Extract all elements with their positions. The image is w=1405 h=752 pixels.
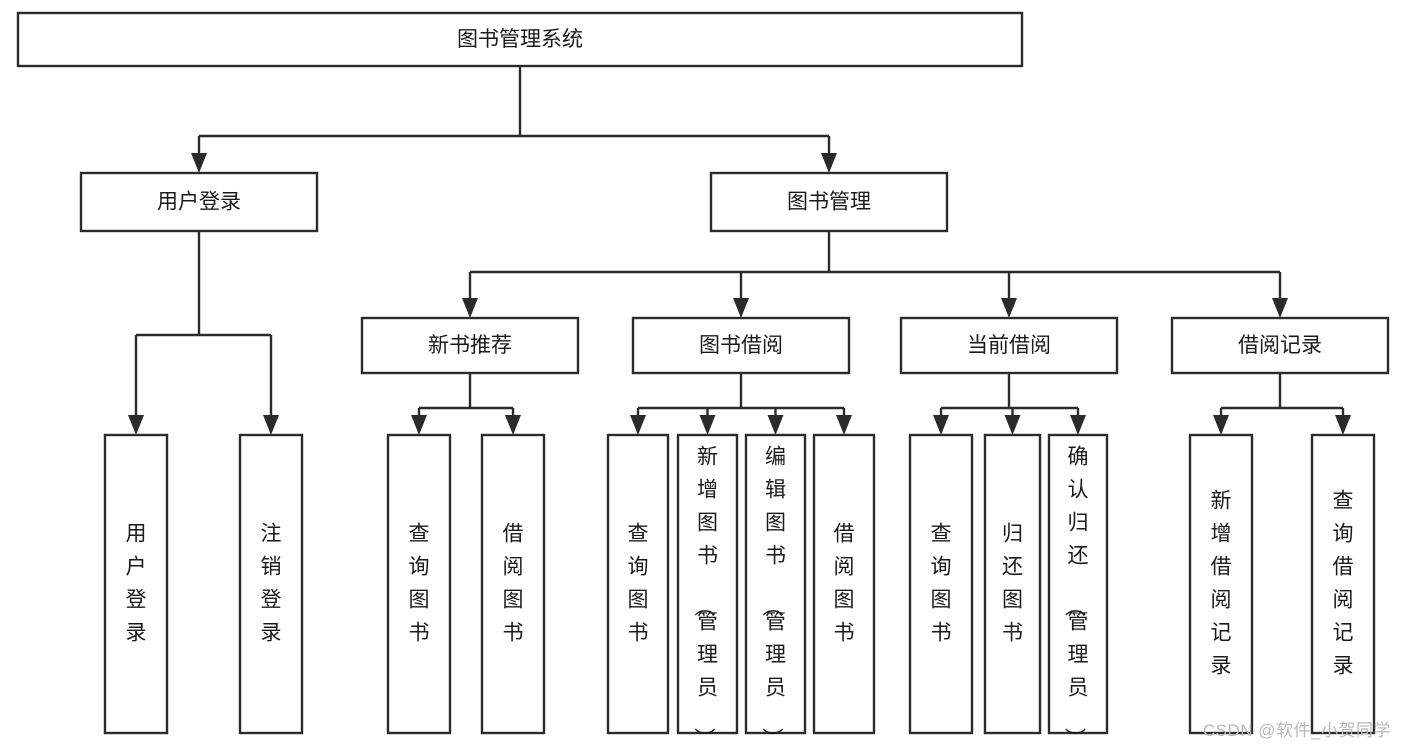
current-borrow-to-leaves-arrow-icon-0 [933, 415, 949, 435]
node-leaf-query-book-2-label: 查询图书 [628, 523, 649, 645]
user-login-to-leaves-arrow-icon-0 [128, 415, 144, 435]
node-book-manage[interactable] [709, 171, 949, 233]
node-book-manage-label: 图书管理 [787, 191, 871, 214]
node-borrow-record-label: 借阅记录 [1238, 334, 1322, 357]
node-user-login[interactable] [79, 171, 319, 233]
node-leaf-add-borrow-record-label: 新增借阅记录 [1211, 490, 1232, 678]
node-leaf-borrow-book-2[interactable] [812, 433, 876, 735]
current-borrow-to-leaves-arrow-icon-2 [1070, 415, 1086, 435]
node-leaf-query-book-1-label: 查询图书 [409, 523, 430, 645]
node-book-borrow-label: 图书借阅 [699, 334, 783, 357]
node-leaf-borrow-book-1-label: 借阅图书 [503, 523, 524, 645]
node-leaf-return-book-label: 归还图书 [1002, 523, 1023, 645]
book-manage-to-level3-arrow-icon-3 [1272, 298, 1288, 318]
node-leaf-query-book-3[interactable] [908, 433, 974, 735]
borrow-record-to-leaves-arrow-icon-0 [1213, 415, 1229, 435]
borrow-record-to-leaves-arrow-icon-1 [1335, 415, 1351, 435]
node-user-login-label: 用户登录 [157, 191, 241, 214]
node-leaf-borrow-book-2-label: 借阅图书 [834, 523, 855, 645]
node-leaf-add-book-admin-label: 新增图书（管理员） [692, 446, 718, 748]
root-to-level2-arrow-icon-1 [821, 153, 837, 173]
book-borrow-to-leaves-arrow-icon-1 [699, 415, 716, 435]
root-to-level2-arrow-icon-0 [191, 153, 207, 173]
node-leaf-confirm-return-admin[interactable] [1047, 433, 1109, 735]
node-leaf-query-book-1[interactable] [386, 433, 452, 735]
node-leaf-query-borrow-record[interactable] [1310, 433, 1376, 735]
node-leaf-add-book-admin[interactable] [676, 433, 739, 735]
node-book-borrow[interactable] [631, 316, 851, 375]
node-current-borrow-label: 当前借阅 [967, 334, 1051, 357]
node-leaf-logout-login-label: 注销登录 [261, 523, 282, 645]
book-borrow-to-leaves-arrow-icon-2 [767, 415, 784, 435]
node-root-label: 图书管理系统 [457, 28, 583, 51]
node-leaf-query-book-3-label: 查询图书 [931, 523, 952, 645]
node-leaf-logout-login[interactable] [238, 433, 304, 735]
node-leaf-return-book[interactable] [983, 433, 1042, 735]
node-current-borrow[interactable] [899, 316, 1119, 375]
user-login-to-leaves-arrow-icon-1 [263, 415, 279, 435]
node-leaf-borrow-book-1[interactable] [480, 433, 546, 735]
current-borrow-to-leaves-arrow-icon-1 [1004, 415, 1021, 435]
node-new-book-recommend[interactable] [360, 316, 580, 375]
book-manage-to-level3-arrow-icon-2 [1001, 298, 1017, 318]
node-leaf-user-login-label: 用户登录 [126, 523, 147, 645]
node-leaf-user-login[interactable] [103, 433, 169, 735]
book-manage-to-level3-arrow-icon-0 [462, 298, 478, 318]
node-leaf-add-borrow-record[interactable] [1188, 433, 1254, 735]
book-manage-to-level3-arrow-icon-1 [733, 298, 749, 318]
node-root-book-management-system[interactable] [16, 11, 1024, 68]
new-book-recommend-to-leaves-arrow-icon-0 [411, 415, 427, 435]
node-leaf-query-borrow-record-label: 查询借阅记录 [1333, 490, 1354, 678]
node-leaf-edit-book-admin[interactable] [744, 433, 807, 735]
book-borrow-to-leaves-arrow-icon-0 [630, 415, 646, 435]
node-borrow-record[interactable] [1170, 316, 1390, 375]
node-leaf-edit-book-admin-label: 编辑图书（管理员） [760, 446, 786, 748]
node-new-book-recommend-label: 新书推荐 [428, 334, 512, 357]
book-borrow-to-leaves-arrow-icon-3 [836, 415, 852, 435]
node-leaf-query-book-2[interactable] [606, 433, 670, 735]
node-leaf-confirm-return-admin-label: 确认归还（管理员） [1063, 446, 1089, 748]
new-book-recommend-to-leaves-arrow-icon-1 [505, 415, 521, 435]
